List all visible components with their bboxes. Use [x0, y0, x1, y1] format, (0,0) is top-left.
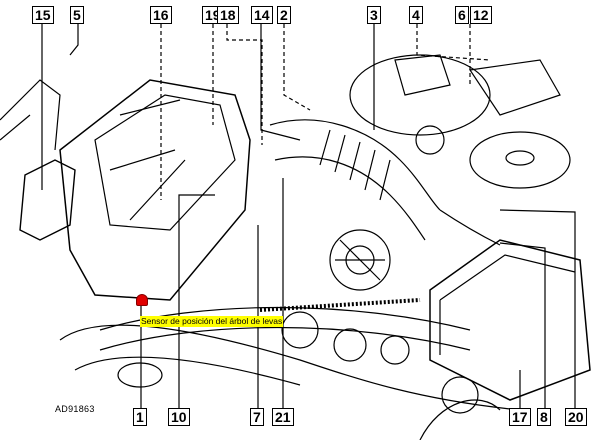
callout-12: 12: [470, 6, 492, 24]
callout-17: 17: [509, 408, 531, 426]
callout-16: 16: [150, 6, 172, 24]
camshaft-sensor-tooltip: Sensor de posición del árbol de levas: [140, 316, 284, 327]
callout-18: 18: [217, 6, 239, 24]
callout-2: 2: [277, 6, 291, 24]
callout-20: 20: [565, 408, 587, 426]
figure-code: AD91863: [55, 404, 95, 414]
callout-4: 4: [409, 6, 423, 24]
callout-6: 6: [455, 6, 469, 24]
callout-1: 1: [133, 408, 147, 426]
callout-14: 14: [251, 6, 273, 24]
callout-15: 15: [32, 6, 54, 24]
callout-5: 5: [70, 6, 84, 24]
camshaft-sensor-hotspot[interactable]: [136, 294, 148, 306]
callout-8: 8: [537, 408, 551, 426]
callout-21: 21: [272, 408, 294, 426]
callout-3: 3: [367, 6, 381, 24]
callout-10: 10: [168, 408, 190, 426]
callout-7: 7: [250, 408, 264, 426]
